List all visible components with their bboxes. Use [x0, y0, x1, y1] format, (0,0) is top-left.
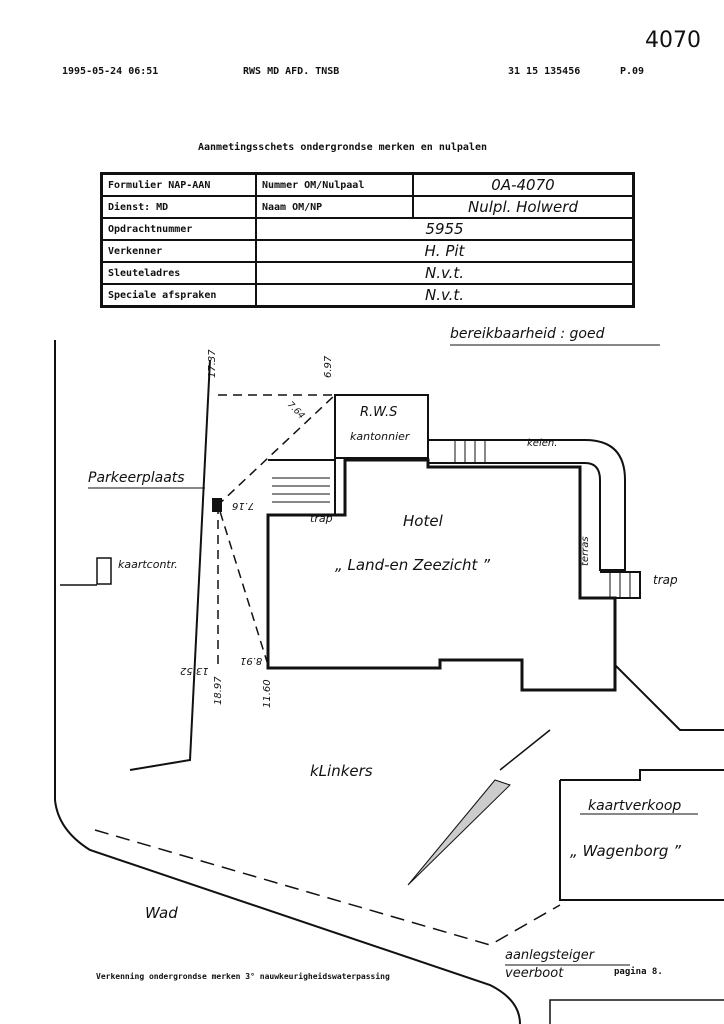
document-title: Aanmetingsschets ondergrondse merken en … — [198, 142, 487, 153]
form-label: Opdrachtnummer — [100, 217, 257, 241]
label-wagenborg: „ Wagenborg ” — [570, 842, 681, 860]
parking-edge — [129, 359, 211, 771]
arrow-shaft — [499, 729, 551, 771]
dashed-boundary — [94, 829, 561, 946]
form-label: Sleuteladres — [100, 261, 257, 285]
label-trap-right: trap — [653, 573, 678, 587]
label-hotel: Hotel — [403, 512, 443, 530]
label-rws: R.W.S — [360, 405, 398, 420]
label-kaartverkoop: kaartverkoop — [588, 798, 682, 814]
form-label: Speciale afspraken — [100, 283, 257, 308]
benchmark-marker — [212, 498, 222, 512]
form-sublabel: Nummer OM/Nulpaal — [255, 172, 414, 197]
form-row: Sleuteladres N.v.t. — [100, 261, 635, 285]
kaartcontrole-box — [96, 557, 112, 585]
terrace-stairs — [600, 571, 641, 599]
label-aanlegsteiger: aanlegsteiger — [505, 948, 595, 963]
stairs-left-steps — [272, 477, 330, 503]
form-row: Opdrachtnummer 5955 — [100, 217, 635, 241]
form-label: Formulier NAP-AAN — [100, 172, 257, 197]
footer-caption: Verkenning ondergrondse merken 3° nauwke… — [96, 972, 390, 981]
form-row: Speciale afspraken N.v.t. — [100, 283, 635, 308]
label-kaartcontr: kaartcontr. — [118, 558, 178, 571]
form-sublabel: Naam OM/NP — [255, 195, 414, 219]
rws-building — [334, 394, 429, 459]
road-edge-outer — [54, 340, 521, 1024]
label-hotel-name: „ Land-en Zeezicht ” — [335, 556, 490, 574]
north-arrow — [407, 779, 511, 886]
dimension-label: 7.16 — [232, 500, 255, 511]
form-row: Verkenner H. Pit — [100, 239, 635, 263]
label-trap-left: trap — [310, 512, 333, 525]
bottom-right-structure — [549, 999, 724, 1024]
label-terras: terras — [580, 536, 591, 566]
label-klinkers: kLinkers — [310, 762, 373, 780]
label-bereikbaarheid: bereikbaarheid : goed — [450, 326, 605, 342]
dimension-label: 17.37 — [207, 349, 218, 378]
quay-edge — [614, 664, 724, 731]
fax-page-number: P.09 — [620, 66, 645, 77]
label-wad: Wad — [145, 904, 178, 922]
handwritten-document-number: 4070 — [645, 28, 701, 53]
form-label: Verkenner — [100, 239, 257, 263]
keien-marks — [454, 441, 486, 462]
dimension-label: 18.97 — [213, 676, 224, 705]
measurement-lines — [217, 394, 337, 666]
form-value: 5955 — [255, 217, 635, 241]
form-value: N.v.t. — [255, 283, 635, 308]
form-row: Dienst: MD Naam OM/NP Nulpl. Holwerd — [100, 195, 635, 219]
fax-timestamp: 1995-05-24 06:51 — [62, 66, 159, 77]
form-table: Formulier NAP-AAN Nummer OM/Nulpaal 0A-4… — [100, 172, 635, 308]
dimension-label: 6.97 — [323, 355, 334, 378]
dimension-label: 11.60 — [262, 679, 273, 708]
dimension-label: 8.91 — [240, 655, 263, 666]
dimension-label: 13.52 — [180, 665, 209, 676]
annotation-underlines — [88, 344, 698, 966]
form-label: Dienst: MD — [100, 195, 257, 219]
stairs-left — [268, 459, 336, 516]
form-row: Formulier NAP-AAN Nummer OM/Nulpaal 0A-4… — [100, 172, 635, 197]
form-value: Nulpl. Holwerd — [412, 195, 635, 219]
form-value: N.v.t. — [255, 261, 635, 285]
label-kantonnier: kantonnier — [350, 430, 410, 443]
keien-path — [428, 439, 626, 571]
fax-sender: RWS MD AFD. TNSB — [243, 66, 340, 77]
label-keien: keien. — [527, 438, 558, 449]
footer-page: pagina 8. — [614, 967, 663, 977]
fax-phone: 31 15 135456 — [508, 66, 581, 77]
label-veerboot: veerboot — [505, 966, 564, 981]
label-parkeerplaats: Parkeerplaats — [88, 470, 185, 486]
form-value: H. Pit — [255, 239, 635, 263]
kaartverkoop-building — [559, 769, 724, 901]
terrace-steps — [609, 573, 631, 597]
